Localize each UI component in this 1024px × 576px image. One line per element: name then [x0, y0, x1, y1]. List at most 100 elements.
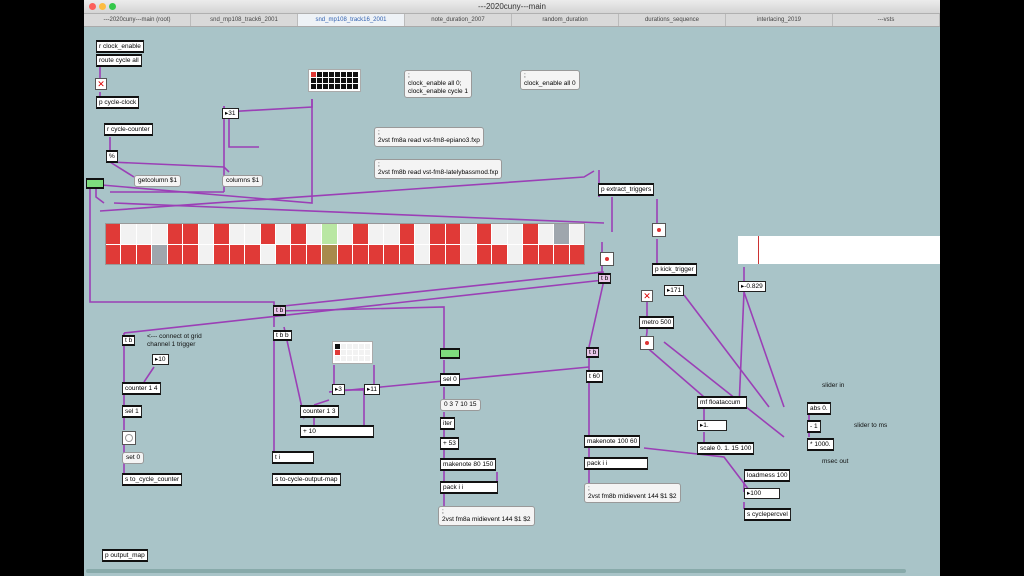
plus-53-object[interactable]: + 53 — [440, 437, 459, 450]
sequencer-cell[interactable] — [291, 224, 306, 244]
iter-object[interactable]: iter — [440, 417, 456, 430]
tab-track6[interactable]: snd_mp108_track6_2001 — [191, 14, 298, 26]
sequencer-cell[interactable] — [415, 224, 430, 244]
sequencer-cell[interactable] — [353, 224, 368, 244]
metro-500-object[interactable]: metro 500 — [639, 316, 675, 329]
sequencer-cell[interactable] — [183, 224, 198, 244]
times-1000-object[interactable]: * 1000. — [807, 438, 834, 451]
matrix-cell[interactable] — [329, 72, 334, 77]
sequencer-cell[interactable] — [260, 224, 275, 244]
matrix-cell[interactable] — [311, 72, 316, 77]
matrix-cell[interactable] — [317, 84, 322, 89]
tb-left-object[interactable]: t b — [122, 335, 136, 346]
step-sequencer-grid[interactable] — [105, 223, 585, 265]
sequencer-cell[interactable] — [198, 224, 214, 244]
matrix-cell[interactable] — [353, 84, 358, 89]
green-gate-center[interactable] — [440, 348, 460, 359]
sequencer-cell[interactable] — [538, 224, 554, 244]
metro-toggle[interactable]: ✕ — [641, 290, 653, 302]
sequencer-cell[interactable] — [476, 224, 492, 244]
horizontal-slider[interactable] — [738, 236, 940, 264]
sequencer-cell[interactable] — [523, 224, 538, 244]
matrix-cell[interactable] — [335, 84, 340, 89]
matrix-cell[interactable] — [335, 356, 340, 361]
green-toggle[interactable] — [86, 178, 104, 189]
matrix-cell[interactable] — [335, 72, 340, 77]
clock-enable-off-message[interactable]: ; clock_enable all 0 — [520, 70, 580, 90]
matrix-cell[interactable] — [335, 350, 340, 355]
sequencer-cell[interactable] — [569, 224, 584, 244]
pack-ii-a-object[interactable]: pack i i — [440, 481, 498, 494]
matrix-cell[interactable] — [365, 350, 370, 355]
number-box-1[interactable]: ▸1. — [697, 420, 727, 431]
tab-vsts[interactable]: ---vsts — [833, 14, 940, 26]
sequencer-cell[interactable] — [106, 224, 121, 244]
sequencer-cell[interactable] — [121, 224, 136, 244]
p-cycle-clock-object[interactable]: p cycle-clock — [96, 96, 140, 109]
matrix-cell[interactable] — [347, 344, 352, 349]
matrix-cell[interactable] — [365, 344, 370, 349]
scale-object[interactable]: scale 0. 1. 15 100 — [697, 442, 755, 455]
sequencer-cell[interactable] — [306, 244, 322, 264]
sequencer-cell[interactable] — [167, 244, 183, 264]
sequencer-cell[interactable] — [415, 244, 430, 264]
pack-ii-b-object[interactable]: pack i i — [584, 457, 648, 470]
matrix-cell[interactable] — [347, 78, 352, 83]
sequencer-cell[interactable] — [245, 224, 260, 244]
sel-1-object[interactable]: sel 1 — [122, 405, 142, 418]
number-box-171[interactable]: ▸171 — [664, 285, 685, 296]
matrix-cell[interactable] — [347, 72, 352, 77]
sequencer-cell[interactable] — [384, 244, 399, 264]
tab-track16[interactable]: snd_mp108_track16_2001 — [298, 14, 405, 26]
bang-extract[interactable] — [652, 223, 666, 237]
minimize-window-icon[interactable] — [99, 3, 106, 10]
sequencer-cell[interactable] — [152, 244, 167, 264]
sequencer-cell[interactable] — [507, 244, 523, 264]
sequencer-cell[interactable] — [245, 244, 260, 264]
matrix-cell[interactable] — [341, 84, 346, 89]
sequencer-cell[interactable] — [337, 224, 353, 244]
sequencer-cell[interactable] — [399, 224, 415, 244]
sequencer-cell[interactable] — [523, 244, 538, 264]
sequencer-cell[interactable] — [337, 244, 353, 264]
s-cyclepercvel-object[interactable]: s cyclepercvel — [744, 508, 791, 521]
matrix-cell[interactable] — [353, 72, 358, 77]
scrollbar-thumb[interactable] — [86, 569, 906, 573]
vst-fm8b-midievent-message[interactable]: ; 2vst fm8b midievent 144 $1 $2 — [584, 483, 681, 503]
number-box-3[interactable]: ▸3 — [332, 384, 345, 395]
matrix-cell[interactable] — [311, 78, 316, 83]
sequencer-cell[interactable] — [275, 224, 291, 244]
sequencer-cell[interactable] — [461, 244, 476, 264]
matrix-cell[interactable] — [329, 78, 334, 83]
tab-note-duration[interactable]: note_duration_2007 — [405, 14, 512, 26]
sequencer-cell[interactable] — [121, 244, 136, 264]
r-cycle-counter-object[interactable]: r cycle-counter — [104, 123, 153, 136]
matrix-cell[interactable] — [341, 78, 346, 83]
makenote-100-60-object[interactable]: makenote 100 60 — [584, 435, 641, 448]
patch-canvas[interactable]: r clock_enable route cycle all ✕ p cycle… — [84, 27, 940, 576]
makenote-80-150-object[interactable]: makenote 80 150 — [440, 458, 497, 471]
matrix-cell[interactable] — [353, 78, 358, 83]
mini-matrix-mid[interactable] — [332, 341, 373, 364]
matrix-cell[interactable] — [347, 356, 352, 361]
loadmess-100-object[interactable]: loadmess 100 — [744, 469, 791, 482]
counter-14-object[interactable]: counter 1 4 — [122, 382, 161, 395]
sequencer-cell[interactable] — [538, 244, 554, 264]
number-box-11[interactable]: ▸11 — [364, 384, 381, 395]
tab-random-duration[interactable]: random_duration — [512, 14, 619, 26]
sequencer-cell[interactable] — [384, 224, 399, 244]
number-box-10[interactable]: ▸10 — [152, 354, 169, 365]
sequencer-cell[interactable] — [445, 224, 461, 244]
matrix-cell[interactable] — [359, 350, 364, 355]
matrix-cell[interactable] — [341, 350, 346, 355]
number-box-neg0829[interactable]: ▸-0.829 — [738, 281, 766, 292]
route-cycle-all-object[interactable]: route cycle all — [96, 54, 142, 67]
plus-10-object[interactable]: + 10 — [300, 425, 374, 438]
sequencer-cell[interactable] — [430, 244, 445, 264]
tab-durations-sequence[interactable]: durations_sequence — [619, 14, 726, 26]
matrix-cell[interactable] — [341, 356, 346, 361]
abs-0-object[interactable]: abs 0. — [807, 402, 831, 415]
sequencer-cell[interactable] — [306, 224, 322, 244]
sequencer-cell[interactable] — [106, 244, 121, 264]
sequencer-cell[interactable] — [507, 224, 523, 244]
